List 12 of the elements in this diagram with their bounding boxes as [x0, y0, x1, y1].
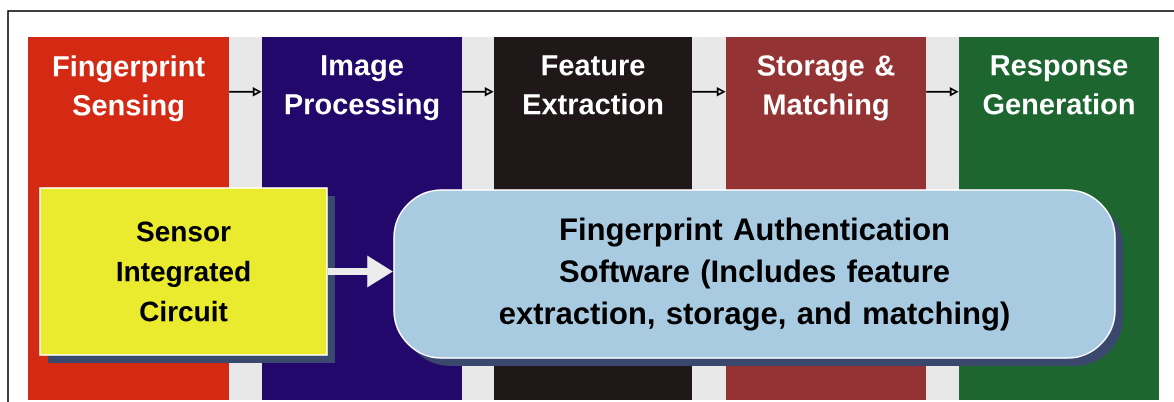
stage-column: Feature Extraction	[494, 37, 692, 182]
node-label: Fingerprint Sensing	[53, 55, 205, 122]
stage-column: Response Generation	[959, 37, 1159, 182]
node-label: Response Generation	[983, 55, 1134, 115]
stage-column: Storage & Matching	[726, 37, 926, 182]
component-box: Sensor Integrated Circuit	[39, 187, 335, 363]
rounded-box: Fingerprint Authentication Software (Includes feature extraction, storage, and matching)	[393, 189, 1123, 366]
stage-column: Fingerprint Sensing	[28, 37, 229, 182]
node-label: Image Processing	[285, 55, 439, 121]
stage-column: Image Processing	[262, 37, 462, 182]
node-label: Feature Extraction	[524, 55, 663, 115]
node-label: Storage & Matching	[757, 55, 895, 121]
